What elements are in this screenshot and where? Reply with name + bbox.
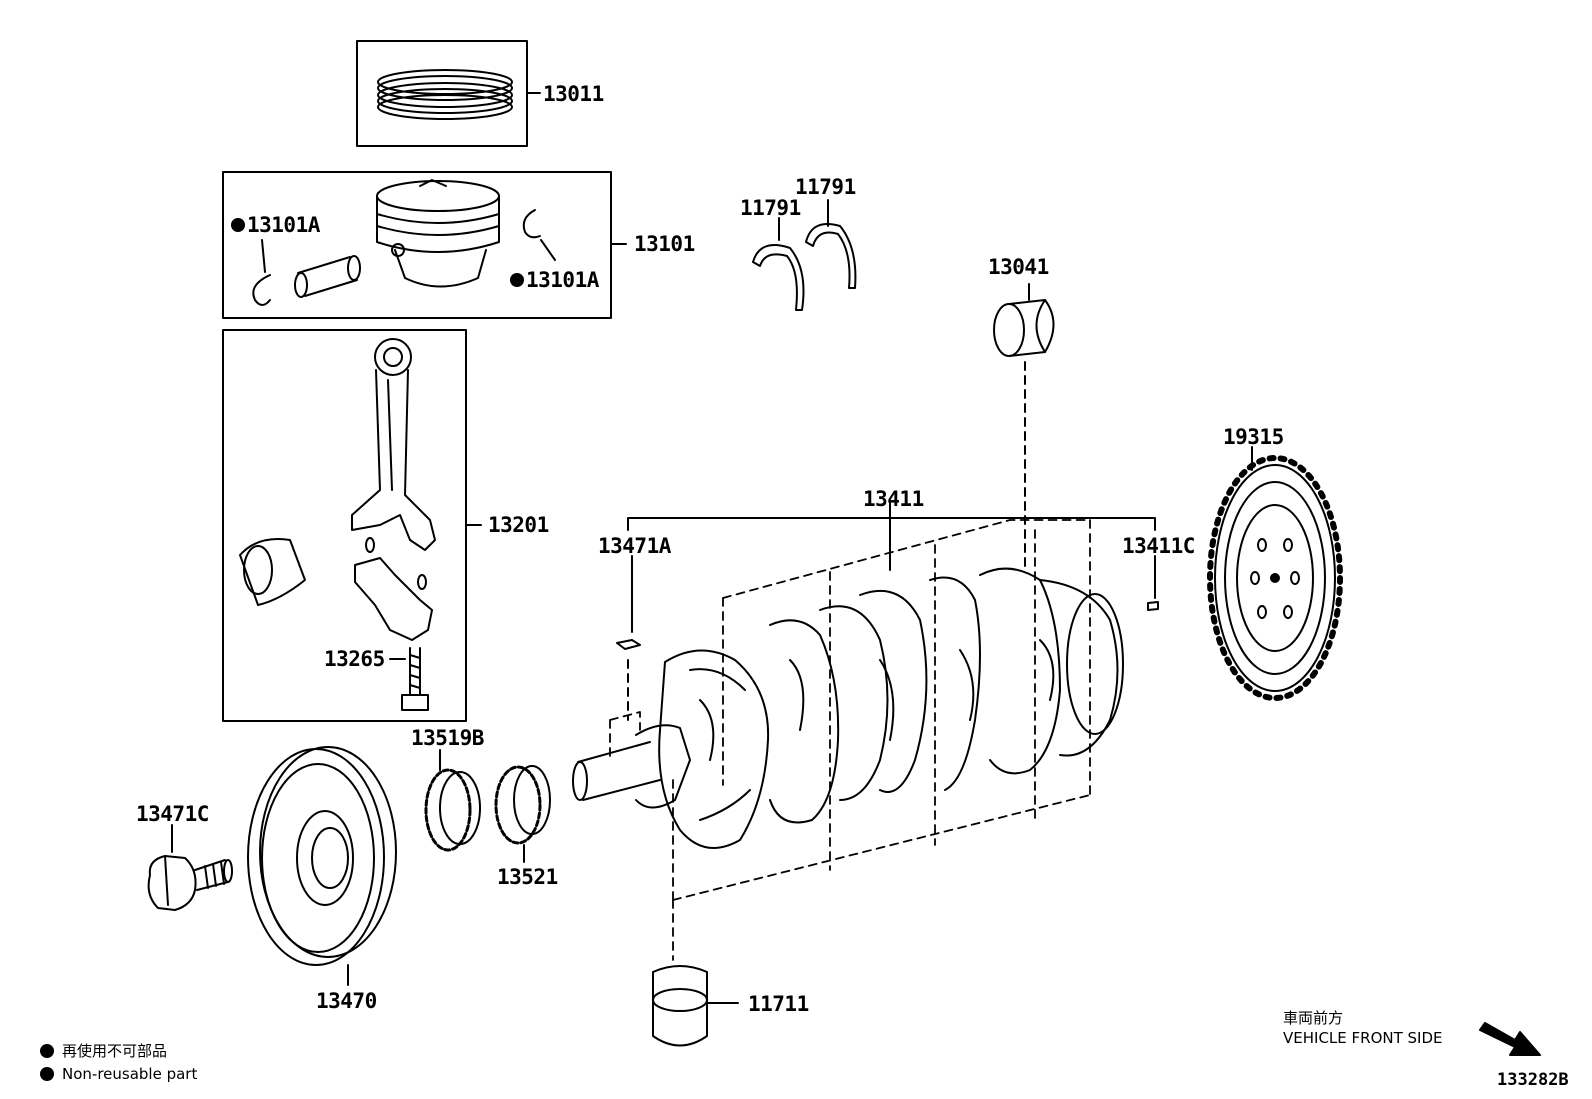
thrust-washer-2 [805, 223, 857, 289]
part-label-13041: 13041 [988, 255, 1049, 279]
piston-pin [294, 255, 361, 298]
part-label-13471a: 13471A [598, 534, 671, 558]
connecting-rod [351, 338, 436, 641]
vehicle-front-label-jp: 車両前方 [1283, 1009, 1344, 1027]
piston [376, 179, 500, 288]
snap-ring-right [522, 209, 541, 239]
pulley-bolt [147, 855, 233, 911]
illustration-code: 133282B [1497, 1070, 1569, 1090]
part-label-11791-left: 11791 [740, 196, 801, 220]
thrust-washer-1 [752, 244, 805, 311]
legend-text-en: Non-reusable part [62, 1065, 198, 1083]
part-label-13101a-left: 13101A [247, 213, 320, 237]
connecting-rod-bolt [401, 647, 429, 711]
crankshaft-pin [1147, 601, 1159, 611]
vehicle-front-arrow [1479, 1022, 1541, 1056]
part-label-13519b: 13519B [411, 726, 484, 750]
legend-dot [40, 1044, 54, 1058]
legend-dot [40, 1067, 54, 1081]
crankshaft [572, 567, 1124, 849]
part-label-11791-right: 11791 [795, 175, 856, 199]
crank-angle-sensor-plate [424, 768, 481, 852]
part-label-13411c: 13411C [1122, 534, 1195, 558]
main-bearing-upper [993, 299, 1055, 357]
crankshaft-timing-gear [494, 765, 551, 845]
part-label-13265: 13265 [324, 647, 385, 671]
vehicle-front-label-en: VEHICLE FRONT SIDE [1283, 1029, 1443, 1047]
crankshaft-bracket [627, 517, 1156, 531]
crankshaft-dashed-guides [609, 519, 1091, 961]
part-label-13471c: 13471C [136, 802, 209, 826]
legend-text-jp: 再使用不可部品 [62, 1042, 168, 1060]
crank-timing-rotor [1207, 455, 1343, 701]
part-label-13101: 13101 [634, 232, 695, 256]
part-label-13411: 13411 [863, 487, 924, 511]
non-reusable-marker [231, 218, 245, 232]
connecting-rod-bearing [239, 538, 306, 606]
part-label-13011: 13011 [543, 82, 604, 106]
part-label-13101a-right: 13101A [526, 268, 599, 292]
legend-non-reusable-jp: 再使用不可部品 [40, 1040, 167, 1061]
part-label-19315: 19315 [1223, 425, 1284, 449]
part-label-11711: 11711 [748, 992, 809, 1016]
part-label-13521: 13521 [497, 865, 558, 889]
piston-ring-set [377, 69, 513, 120]
straight-pin [616, 639, 641, 650]
crankshaft-pulley [247, 746, 397, 966]
non-reusable-marker [510, 273, 524, 287]
snap-ring-left [252, 274, 271, 306]
piston-box [222, 171, 612, 319]
main-bearing-lower [652, 965, 708, 1047]
part-label-13470: 13470 [316, 989, 377, 1013]
legend-non-reusable-en: Non-reusable part [40, 1065, 197, 1083]
part-label-13201: 13201 [488, 513, 549, 537]
